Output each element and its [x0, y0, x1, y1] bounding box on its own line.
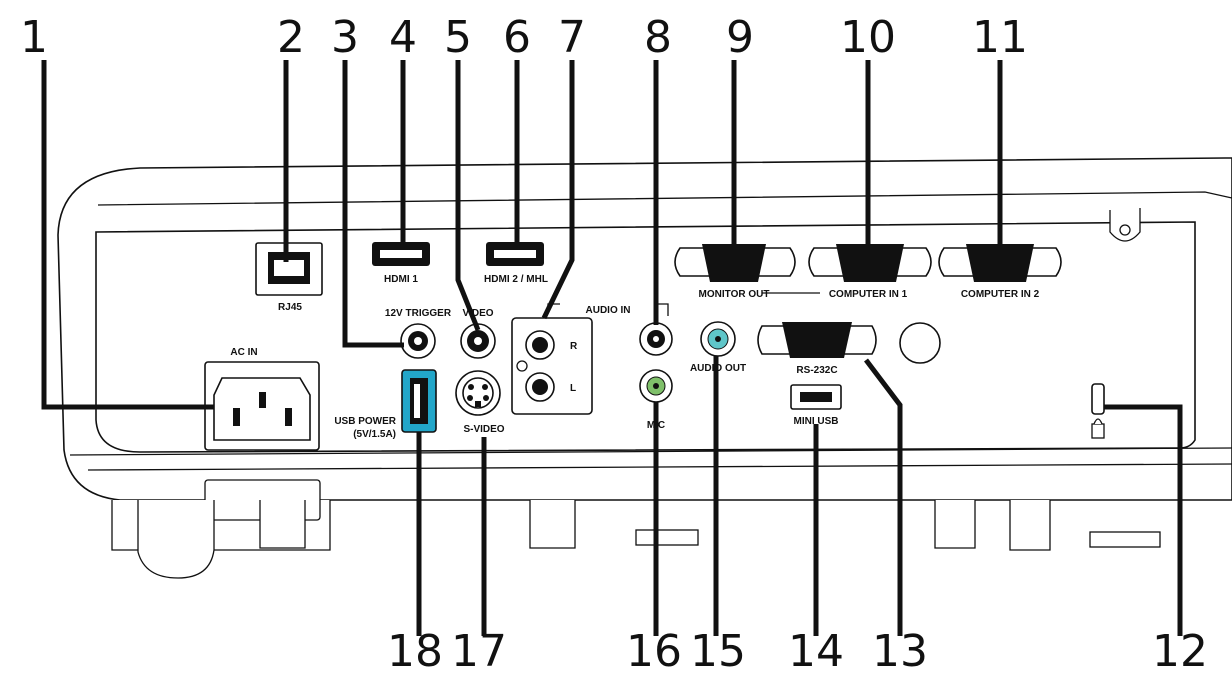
mini-usb-label: MINI USB — [794, 416, 839, 427]
audio-in-rl: AUDIO IN R L — [511, 303, 669, 415]
audio-l-label: L — [570, 383, 576, 394]
callout-5: 5 — [444, 12, 472, 63]
callout-13: 13 — [872, 626, 928, 671]
svideo-port: S-VIDEO — [455, 370, 505, 435]
callout-17: 17 — [451, 626, 507, 671]
monitor-out-label: MONITOR OUT — [699, 289, 770, 300]
computer-in2-port: COMPUTER IN 2 — [938, 244, 1062, 300]
callout-18: 18 — [387, 626, 443, 671]
monitor-out-port: MONITOR OUT — [674, 244, 796, 300]
callout-12: 12 — [1152, 626, 1208, 671]
rj45-label: RJ45 — [278, 302, 302, 313]
computer-in2-label: COMPUTER IN 2 — [961, 289, 1040, 300]
ac-in-socket: AC IN — [204, 347, 320, 451]
mini-usb-port: MINI USB — [790, 384, 842, 427]
trigger-label: 12V TRIGGER — [385, 308, 452, 319]
computer-in1-label: COMPUTER IN 1 — [829, 289, 908, 300]
hdmi2-mhl-label: HDMI 2 / MHL — [484, 274, 548, 285]
computer-in1-port: COMPUTER IN 1 — [808, 244, 932, 300]
rs232c-port: RS-232C — [757, 322, 877, 376]
leader-lines — [41, 60, 1183, 636]
usb-power-label-1: USB POWER — [334, 416, 396, 427]
callout-3: 3 — [331, 12, 359, 63]
callout-8: 8 — [644, 12, 672, 63]
trigger-jack: 12V TRIGGER — [385, 308, 452, 359]
hdmi2-mhl-port: HDMI 2 / MHL — [484, 242, 548, 285]
callout-7: 7 — [558, 12, 586, 63]
rs232c-label: RS-232C — [796, 365, 837, 376]
audio-in-jack — [639, 322, 673, 356]
hdmi1-label: HDMI 1 — [384, 274, 418, 285]
audio-in-label: AUDIO IN — [586, 305, 631, 316]
audio-r-label: R — [570, 341, 578, 352]
callout-15: 15 — [690, 626, 746, 671]
callout-9: 9 — [726, 12, 754, 63]
svideo-label: S-VIDEO — [463, 424, 504, 435]
rj45-port: RJ45 — [255, 242, 323, 313]
callout-4: 4 — [389, 12, 417, 63]
callout-6: 6 — [503, 12, 531, 63]
usb-power-port: USB POWER (5V/1.5A) — [334, 369, 437, 440]
callout-10: 10 — [840, 12, 896, 63]
ac-in-label: AC IN — [230, 347, 257, 358]
callout-2: 2 — [277, 12, 305, 63]
usb-power-label-2: (5V/1.5A) — [353, 429, 396, 440]
callout-11: 11 — [972, 12, 1028, 63]
round-plug — [899, 322, 941, 364]
hdmi1-port: HDMI 1 — [372, 242, 430, 285]
video-label: VIDEO — [462, 308, 493, 319]
callout-16: 16 — [626, 626, 682, 671]
callout-1: 1 — [20, 12, 48, 63]
callout-14: 14 — [788, 626, 844, 671]
kensington-lock-slot — [1091, 383, 1105, 439]
video-jack: VIDEO — [460, 308, 496, 359]
callout-numbers: 1 2 3 4 5 6 7 8 9 10 11 12 13 14 15 16 1… — [20, 12, 1208, 676]
